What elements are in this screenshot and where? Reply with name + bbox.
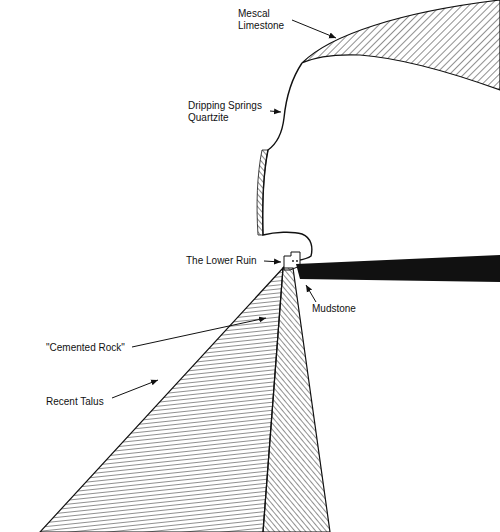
callout-label: The Lower Ruin xyxy=(186,255,262,267)
mudstone-band xyxy=(296,255,500,282)
leader-arrow xyxy=(132,318,266,347)
leader-arrow xyxy=(270,111,281,112)
callout-label: "Cemented Rock" xyxy=(46,342,130,354)
quartzite-hatch xyxy=(257,150,268,235)
leader-arrow xyxy=(112,380,158,398)
limestone-band xyxy=(302,0,500,90)
callout-label: Mescal Limestone xyxy=(238,8,290,32)
talus-slope xyxy=(40,268,283,532)
cliff-face xyxy=(263,63,312,268)
callout-label: Dripping Springs Quartzite xyxy=(188,100,268,124)
callout-label: Mudstone xyxy=(312,303,382,315)
leader-arrow xyxy=(292,20,336,38)
leader-arrow xyxy=(306,285,316,302)
leader-arrow xyxy=(264,261,281,262)
callout-label: Recent Talus xyxy=(46,396,112,408)
